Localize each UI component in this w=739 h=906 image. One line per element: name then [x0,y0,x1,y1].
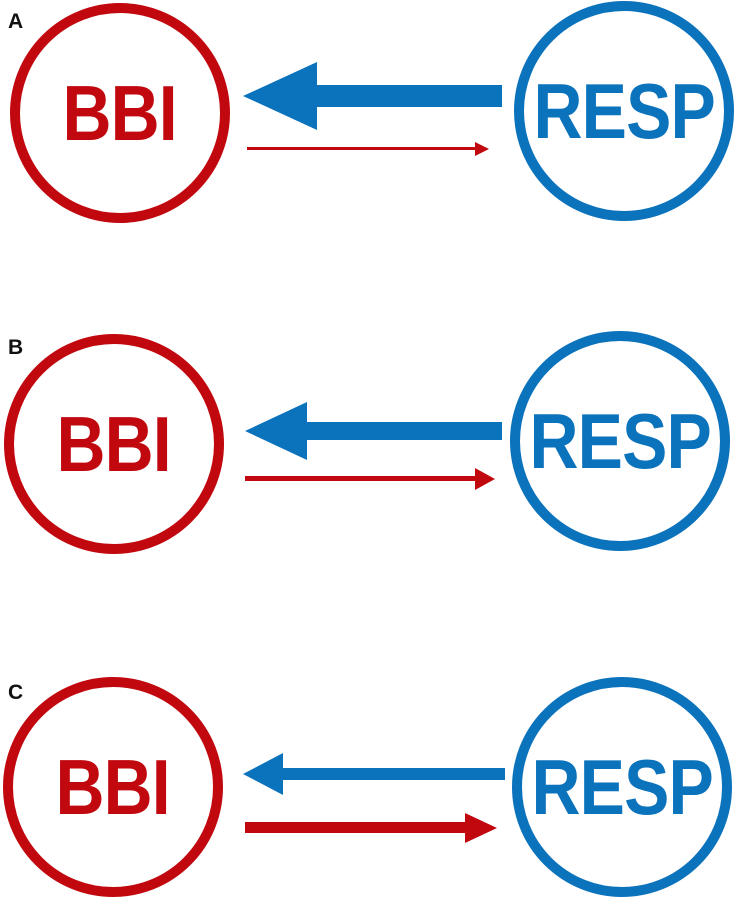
arrow-resp-to-bbi-b [245,402,502,460]
arrow-bbi-to-resp-a [247,141,489,156]
arrow-bbi-to-resp-c [245,812,497,843]
arrowhead-left-icon [245,402,307,460]
panel-label-c: C [8,681,24,704]
arrowhead-right-icon [465,812,497,843]
bbi-node-label-c: BBI [55,743,171,831]
resp-node-label-a: RESP [533,67,715,155]
resp-node-label-c: RESP [531,743,713,831]
arrow-shaft [306,422,502,440]
resp-node-c: RESP [512,677,732,897]
bbi-node-b: BBI [4,334,224,554]
bbi-node-a: BBI [10,3,230,223]
arrow-shaft [245,476,476,481]
resp-node-b: RESP [510,331,730,551]
bbi-node-label-b: BBI [56,400,172,488]
resp-node-a: RESP [514,1,734,221]
resp-node-label-b: RESP [529,397,711,485]
arrow-shaft [247,147,476,150]
arrow-shaft [316,85,502,107]
arrowhead-left-icon [243,753,283,795]
panel-label-b: B [8,336,24,359]
arrow-resp-to-bbi-c [243,753,505,795]
arrowhead-right-icon [475,141,489,156]
arrowhead-right-icon [475,467,495,490]
arrowhead-left-icon [243,62,317,130]
bbi-node-label-a: BBI [62,69,178,157]
arrow-shaft [245,822,466,833]
arrow-bbi-to-resp-b [245,467,495,490]
arrow-shaft [282,768,505,780]
arrow-resp-to-bbi-a [243,62,502,130]
bbi-node-c: BBI [3,677,223,897]
panel-label-a: A [8,10,24,33]
